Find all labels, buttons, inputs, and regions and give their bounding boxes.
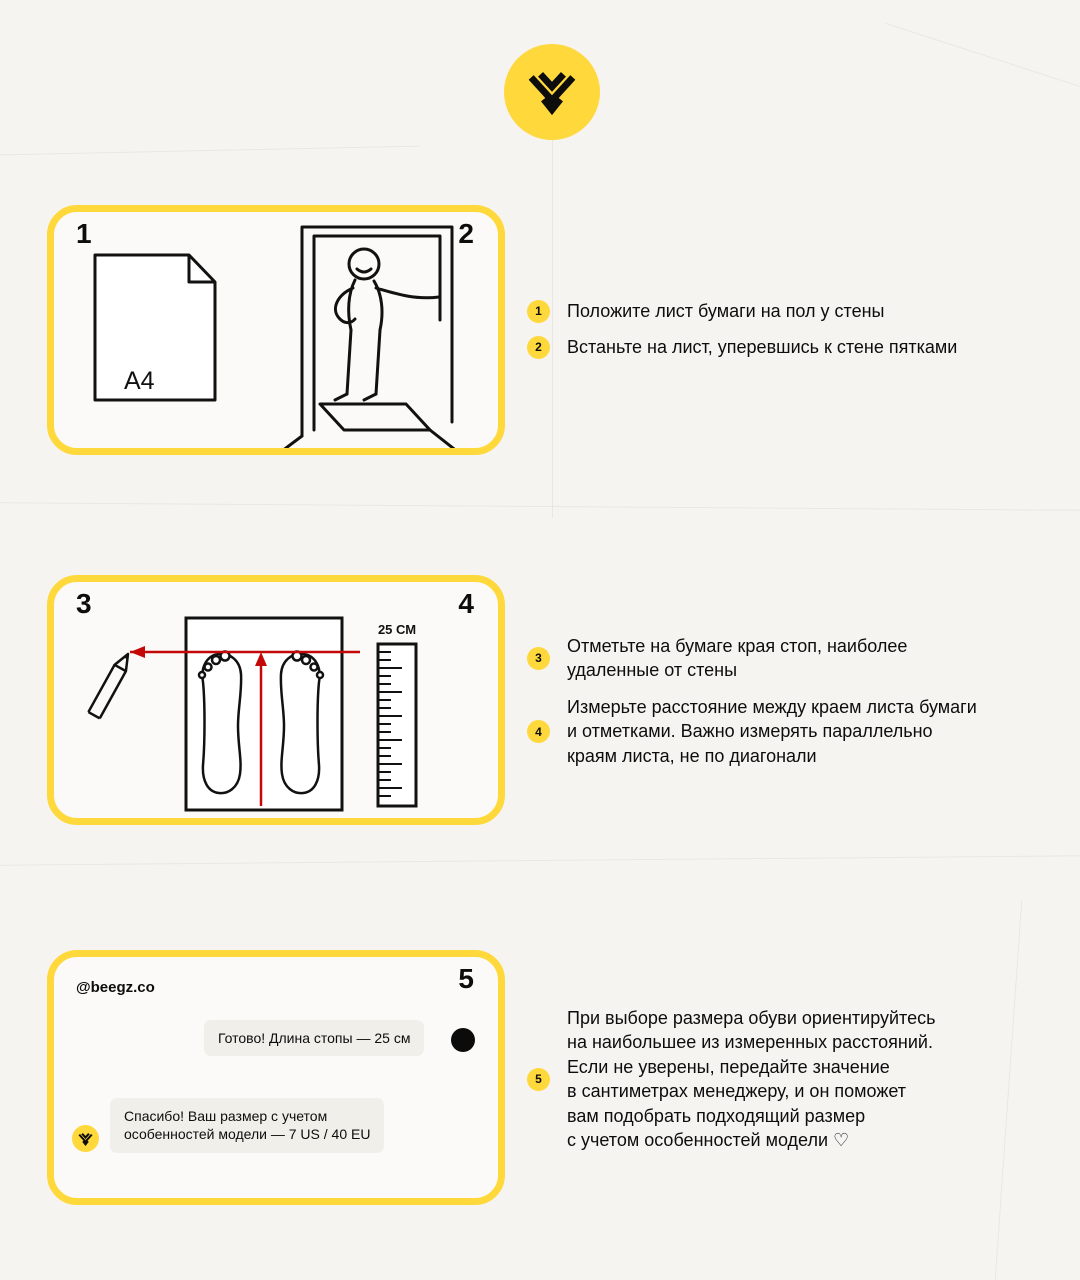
step-5-badge: 5: [527, 1067, 550, 1091]
user-avatar: [451, 1028, 475, 1052]
panel-step-5: @beegz.co 5 Готово! Длина стопы — 25 см …: [47, 950, 505, 1205]
logo-chevron-bottom: [541, 97, 563, 115]
paper-crease: [0, 145, 420, 156]
person-head: [347, 247, 381, 281]
logo-chevron-large: [528, 75, 576, 106]
step-5: 5 При выборе размера обуви ориентируйтес…: [527, 1006, 936, 1153]
beegz-logo-icon: [78, 1132, 93, 1146]
measurement-arrows: [130, 646, 360, 806]
step-1: 1 Положите лист бумаги на пол у стены: [527, 299, 885, 323]
person-arm-right: [374, 286, 441, 300]
step-4-badge: 4: [527, 720, 550, 744]
paper-crease: [885, 22, 1080, 99]
left-foot: [197, 650, 243, 795]
door-frame-outer: [300, 225, 454, 438]
step-5-text: При выборе размера обуви ориентируйтесь …: [567, 1008, 936, 1151]
paper-crease: [0, 855, 1080, 866]
step-3-text: Отметьте на бумаге края стоп, наиболее у…: [567, 636, 908, 681]
step-2-text: Встаньте на лист, уперевшись к стене пят…: [567, 337, 958, 357]
panel-number-1: 1: [76, 218, 92, 249]
brand-handle: @beegz.co: [76, 979, 155, 996]
step-1-text: Положите лист бумаги на пол у стены: [567, 301, 885, 321]
arrowhead-up: [255, 652, 267, 666]
paper-on-floor: [318, 402, 432, 432]
person-smile: [355, 267, 373, 274]
chat-message-user: Готово! Длина стопы — 25 см: [204, 1020, 425, 1057]
chat-message-brand: Спасибо! Ваш размер с учетом особенносте…: [110, 1098, 385, 1153]
beegz-logo-icon: [528, 72, 576, 115]
floor-lines: [283, 428, 456, 448]
step-2-badge: 2: [527, 335, 550, 359]
arrowhead-left: [130, 646, 145, 658]
step-2: 2 Встаньте на лист, уперевшись к стене п…: [527, 335, 957, 359]
paper-crease: [0, 502, 1080, 511]
step-4: 4 Измерьте расстояние между краем листа …: [527, 695, 977, 768]
step-4-text: Измерьте расстояние между краем листа бу…: [567, 697, 977, 766]
right-foot: [279, 650, 325, 795]
brand-avatar: [72, 1125, 99, 1152]
logo-chevron-top: [538, 72, 566, 92]
illustration-feet-measure: 25 СМ: [87, 616, 418, 812]
a4-label: A4: [124, 367, 155, 395]
panel-number-5: 5: [458, 963, 474, 994]
person-torso-right: [372, 279, 384, 332]
paper-crease: [994, 900, 1023, 1280]
panel-number-2: 2: [458, 218, 474, 249]
ruler-icon: [376, 642, 418, 808]
step-3-badge: 3: [527, 646, 550, 670]
panel-number-4: 4: [458, 588, 474, 619]
panel-number-3: 3: [76, 588, 92, 619]
person-feet: [333, 392, 378, 402]
door-frame-inner: [312, 234, 442, 432]
panel-steps-1-2: 1 2 A4: [47, 205, 505, 455]
person-torso-left: [347, 278, 357, 332]
pencil-icon: [87, 652, 130, 720]
brand-logo: [504, 44, 600, 140]
ruler-label: 25 СМ: [378, 622, 416, 637]
panel-steps-3-4: 3 4: [47, 575, 505, 825]
step-1-badge: 1: [527, 299, 550, 323]
person-legs: [345, 328, 382, 396]
feet-outline-icon: [197, 650, 325, 795]
a4-sheet-icon: [93, 253, 217, 402]
illustration-paper-and-person: A4: [93, 225, 456, 448]
step-3: 3 Отметьте на бумаге края стоп, наиболее…: [527, 634, 907, 683]
person-in-doorway-icon: [283, 225, 456, 448]
person-arm-left: [334, 286, 357, 325]
